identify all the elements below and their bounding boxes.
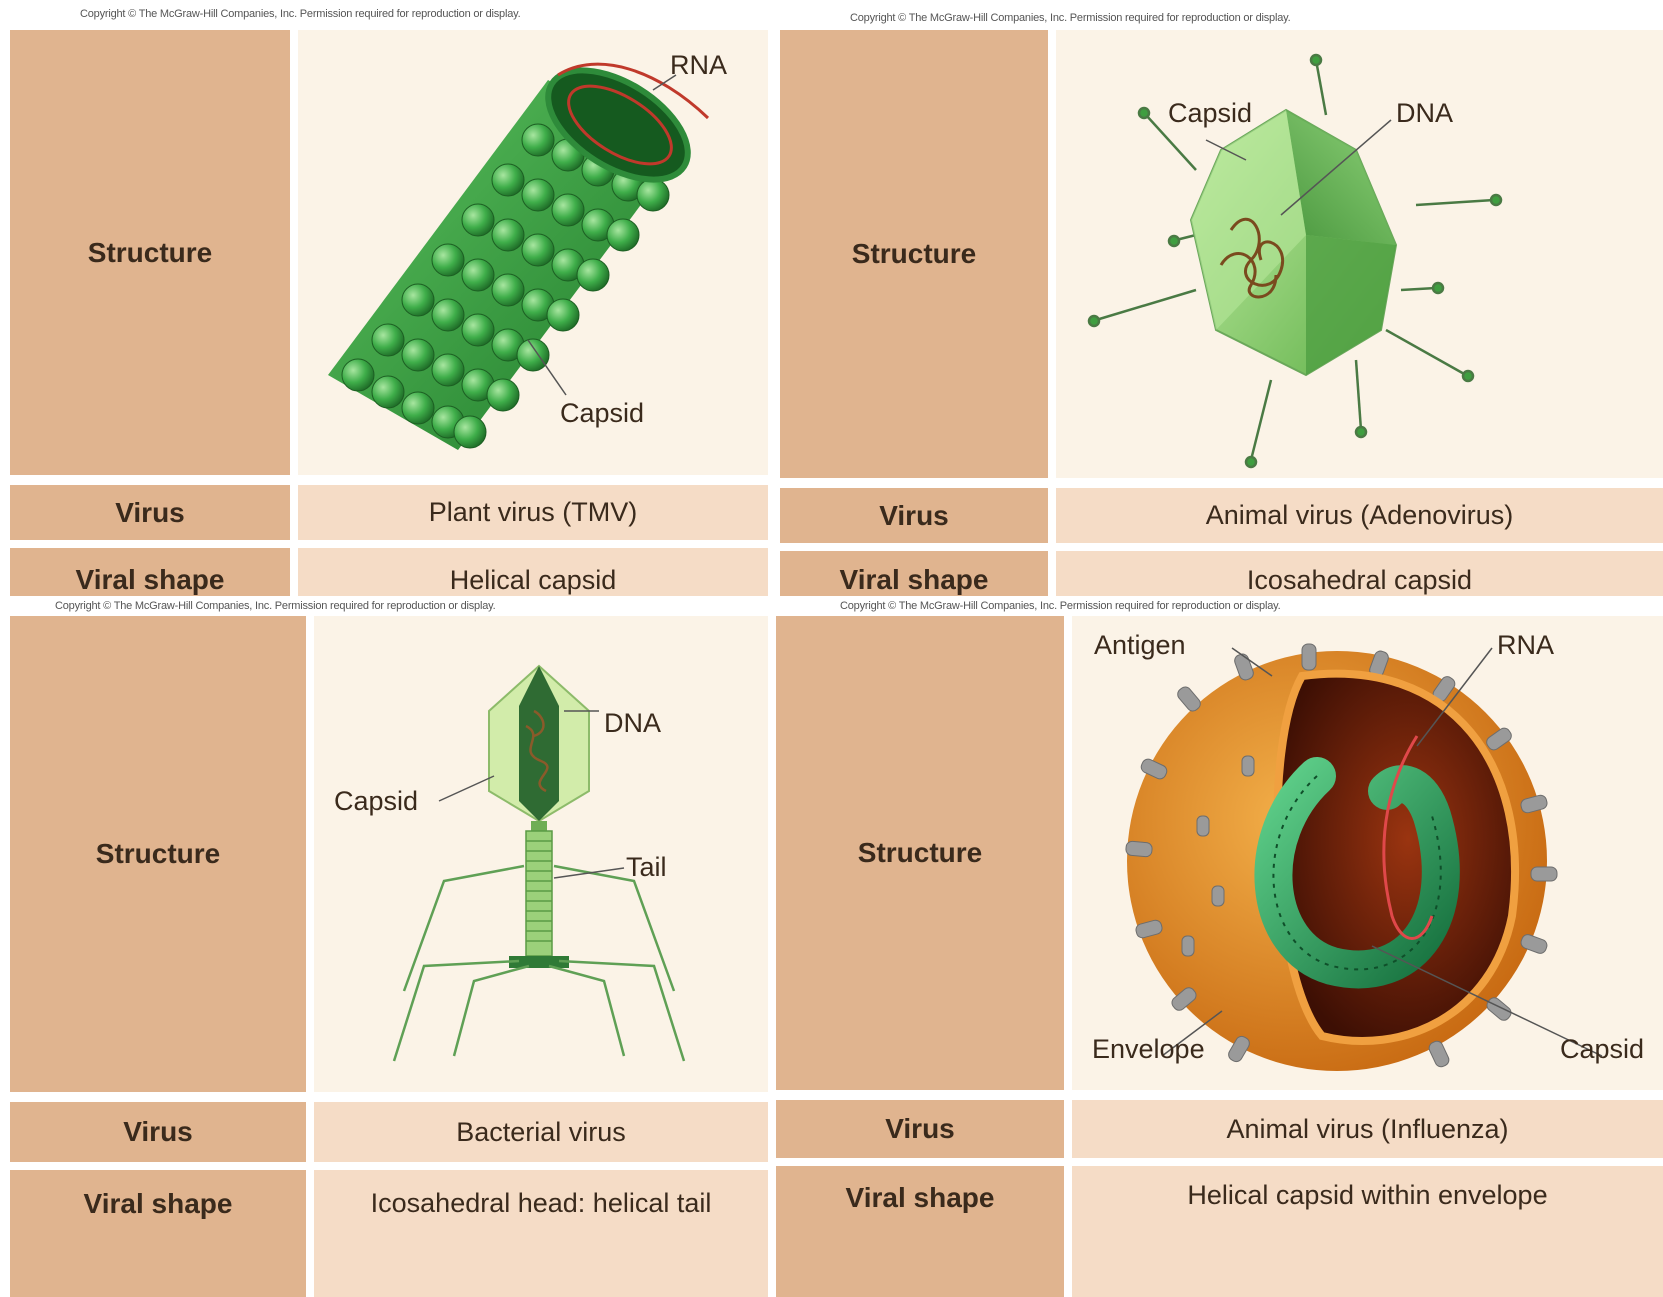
virus-value-cell: Animal virus (Adenovirus) — [1056, 488, 1663, 543]
structure-label-cell: Structure — [10, 30, 290, 475]
shape-value-cell: Helical capsid — [298, 548, 768, 596]
virus-value: Animal virus (Influenza) — [1226, 1114, 1508, 1145]
virus-label: Virus — [885, 1113, 955, 1145]
structure-image-cell: Antigen RNA Envelope Capsid — [1072, 616, 1663, 1090]
adenovirus-capsid — [1191, 110, 1396, 375]
annotation-tail: Tail — [626, 852, 667, 883]
virus-value-cell: Plant virus (TMV) — [298, 485, 768, 540]
annotation-rna: RNA — [1497, 630, 1554, 661]
copyright-notice: Copyright © The McGraw-Hill Companies, I… — [80, 8, 520, 20]
virus-value: Plant virus (TMV) — [429, 497, 638, 528]
shape-label: Viral shape — [76, 564, 225, 596]
virus-value: Animal virus (Adenovirus) — [1206, 500, 1514, 531]
annotation-dna: DNA — [1396, 98, 1453, 129]
phage-tail — [509, 831, 569, 968]
structure-label-cell: Structure — [780, 30, 1048, 478]
shape-label-cell: Viral shape — [10, 1170, 306, 1297]
shape-value-cell: Icosahedral head: helical tail — [314, 1170, 768, 1297]
shape-label: Viral shape — [84, 1188, 233, 1220]
shape-value-cell: Helical capsid within envelope — [1072, 1166, 1663, 1297]
structure-label: Structure — [88, 237, 212, 269]
structure-label: Structure — [858, 837, 982, 869]
annotation-dna: DNA — [604, 708, 661, 739]
structure-label-cell: Structure — [10, 616, 306, 1092]
bacteriophage-illustration — [314, 616, 768, 1092]
shape-label: Viral shape — [846, 1182, 995, 1214]
adenovirus-illustration — [1056, 30, 1663, 478]
tmv-capsid-tube — [328, 48, 706, 450]
annotation-capsid: Capsid — [560, 398, 644, 429]
annotation-rna: RNA — [670, 50, 727, 81]
shape-label-cell: Viral shape — [10, 548, 290, 596]
tmv-illustration — [298, 30, 768, 475]
copyright-notice: Copyright © The McGraw-Hill Companies, I… — [55, 600, 495, 612]
structure-image-cell: DNA Capsid Tail — [314, 616, 768, 1092]
shape-label-cell: Viral shape — [780, 551, 1048, 596]
phage-head — [489, 666, 589, 821]
structure-label-cell: Structure — [776, 616, 1064, 1090]
annotation-capsid: Capsid — [1560, 1034, 1644, 1065]
influenza-illustration — [1072, 616, 1663, 1090]
annotation-antigen: Antigen — [1094, 630, 1186, 661]
virus-value-cell: Bacterial virus — [314, 1102, 768, 1162]
virus-label-cell: Virus — [780, 488, 1048, 543]
structure-image-cell: RNA Capsid — [298, 30, 768, 475]
shape-label: Viral shape — [840, 564, 989, 596]
virus-value: Bacterial virus — [456, 1117, 626, 1148]
copyright-notice: Copyright © The McGraw-Hill Companies, I… — [850, 12, 1290, 24]
shape-label-cell: Viral shape — [776, 1166, 1064, 1297]
phage-collar — [531, 821, 547, 831]
annotation-envelope: Envelope — [1092, 1034, 1205, 1065]
shape-value: Icosahedral capsid — [1247, 565, 1472, 596]
virus-label-cell: Virus — [10, 1102, 306, 1162]
virus-label: Virus — [115, 497, 185, 529]
virus-value-cell: Animal virus (Influenza) — [1072, 1100, 1663, 1158]
virus-label-cell: Virus — [776, 1100, 1064, 1158]
structure-label: Structure — [852, 238, 976, 270]
shape-value: Helical capsid — [450, 565, 617, 596]
annotation-capsid: Capsid — [334, 786, 418, 817]
shape-value: Helical capsid within envelope — [1187, 1180, 1547, 1211]
structure-image-cell: Capsid DNA — [1056, 30, 1663, 478]
copyright-notice: Copyright © The McGraw-Hill Companies, I… — [840, 600, 1280, 612]
shape-value: Icosahedral head: helical tail — [371, 1188, 712, 1219]
virus-label-cell: Virus — [10, 485, 290, 540]
virus-label: Virus — [879, 500, 949, 532]
annotation-capsid: Capsid — [1168, 98, 1252, 129]
virus-label: Virus — [123, 1116, 193, 1148]
structure-label: Structure — [96, 838, 220, 870]
shape-value-cell: Icosahedral capsid — [1056, 551, 1663, 596]
